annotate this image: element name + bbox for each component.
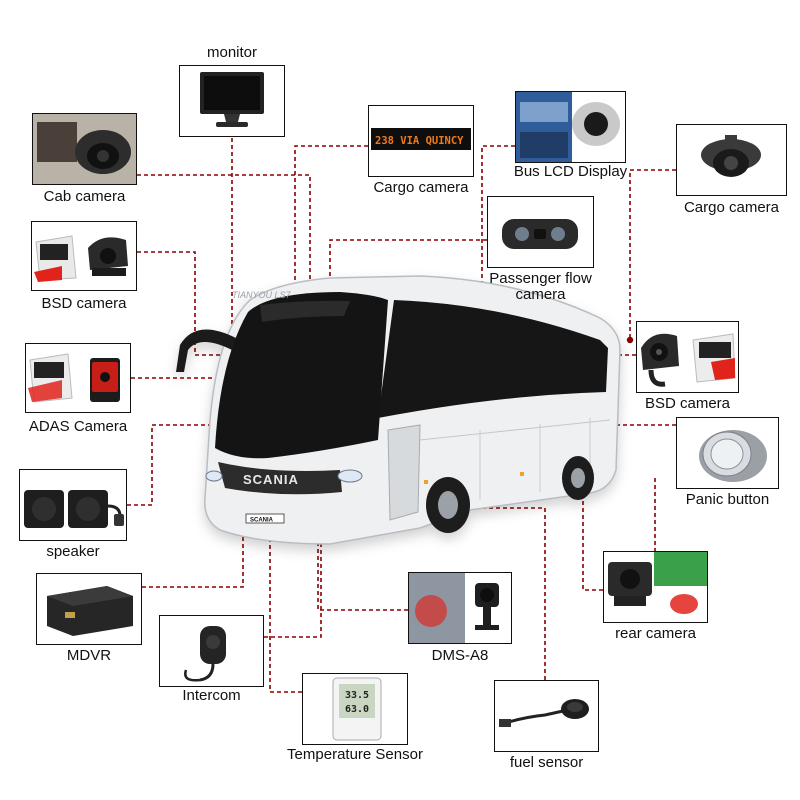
rear-camera-icon <box>608 552 707 614</box>
temperature-reading-2: 63.0 <box>345 704 369 715</box>
bus-model-text: TIANYOU LS7 <box>232 290 292 300</box>
label-dms-a8: DMS-A8 <box>431 647 489 664</box>
component-bsd-camera-1[interactable] <box>31 221 137 291</box>
component-rear-camera[interactable] <box>603 551 708 623</box>
label-fuel-sensor: fuel sensor <box>509 754 584 771</box>
connector-cargo-camera-1 <box>294 145 368 323</box>
label-monitor: monitor <box>206 44 258 61</box>
label-speaker: speaker <box>46 543 100 560</box>
connector-cargo-camera-2 <box>629 169 676 340</box>
component-speaker[interactable] <box>19 469 127 541</box>
label-cargo-camera-1: Cargo camera <box>373 179 469 196</box>
fuel-sensor-icon <box>499 699 589 727</box>
component-cargo-camera-1[interactable]: 238 VIA QUINCY <box>368 105 474 177</box>
component-cargo-camera-2[interactable] <box>676 124 787 196</box>
side-camera-icon <box>641 333 736 387</box>
label-bsd-camera-1: BSD camera <box>41 295 127 312</box>
connector-temperature <box>269 428 302 693</box>
label-cab-camera: Cab camera <box>43 188 126 205</box>
component-temperature-sensor[interactable]: 33.5 63.0 <box>302 673 408 745</box>
label-passenger-flow-line1: Passenger flow <box>489 270 592 287</box>
connector-intercom <box>264 420 322 638</box>
component-fuel-sensor[interactable] <box>494 680 599 752</box>
label-passenger-flow-line2: camera <box>515 286 566 303</box>
thermometer-icon: 33.5 63.0 <box>332 677 382 741</box>
dome-camera-icon <box>33 114 136 184</box>
label-bus-lcd-display: Bus LCD Display <box>513 163 628 180</box>
adas-camera-icon <box>28 353 120 403</box>
bus-plate-text: SCANIA <box>250 518 274 524</box>
dms-camera-icon <box>409 573 499 643</box>
component-passenger-flow-camera[interactable] <box>487 196 594 268</box>
led-sign-icon: 238 VIA QUINCY <box>371 128 471 150</box>
connector-bus-lcd <box>481 145 515 342</box>
binocular-camera-icon <box>502 219 578 249</box>
component-intercom[interactable] <box>159 615 264 687</box>
microphone-icon <box>184 626 226 682</box>
component-adas-camera[interactable] <box>25 343 131 413</box>
push-button-icon <box>699 430 767 482</box>
led-sign-text: 238 VIA QUINCY <box>375 135 464 147</box>
component-bus-lcd-display[interactable] <box>515 91 626 163</box>
component-bsd-camera-2[interactable] <box>636 321 739 393</box>
component-mdvr[interactable] <box>36 573 142 645</box>
component-panic-button[interactable] <box>676 417 779 489</box>
connector-bsd-camera-1 <box>137 251 248 356</box>
label-cargo-camera-2: Cargo camera <box>683 199 780 216</box>
label-rear-camera: rear camera <box>615 625 696 642</box>
label-panic-button: Panic button <box>685 491 770 508</box>
bus-brand-text: SCANIA <box>243 472 299 487</box>
connector-speaker <box>127 424 318 506</box>
label-bsd-camera-2: BSD camera <box>644 395 731 412</box>
dome-camera-icon <box>516 92 620 162</box>
speaker-icon <box>24 490 124 528</box>
component-monitor[interactable] <box>179 65 285 137</box>
label-temperature-sensor: Temperature Sensor <box>287 746 423 763</box>
mdvr-icon <box>47 586 133 636</box>
component-dms-a8[interactable] <box>408 572 512 644</box>
side-camera-icon <box>34 235 128 282</box>
component-cab-camera[interactable] <box>32 113 137 185</box>
temperature-reading-1: 33.5 <box>345 690 369 701</box>
label-intercom: Intercom <box>182 687 241 704</box>
dome-camera-icon <box>701 135 761 177</box>
label-adas-camera: ADAS Camera <box>28 418 128 435</box>
monitor-icon <box>200 72 264 127</box>
label-mdvr: MDVR <box>66 647 112 664</box>
